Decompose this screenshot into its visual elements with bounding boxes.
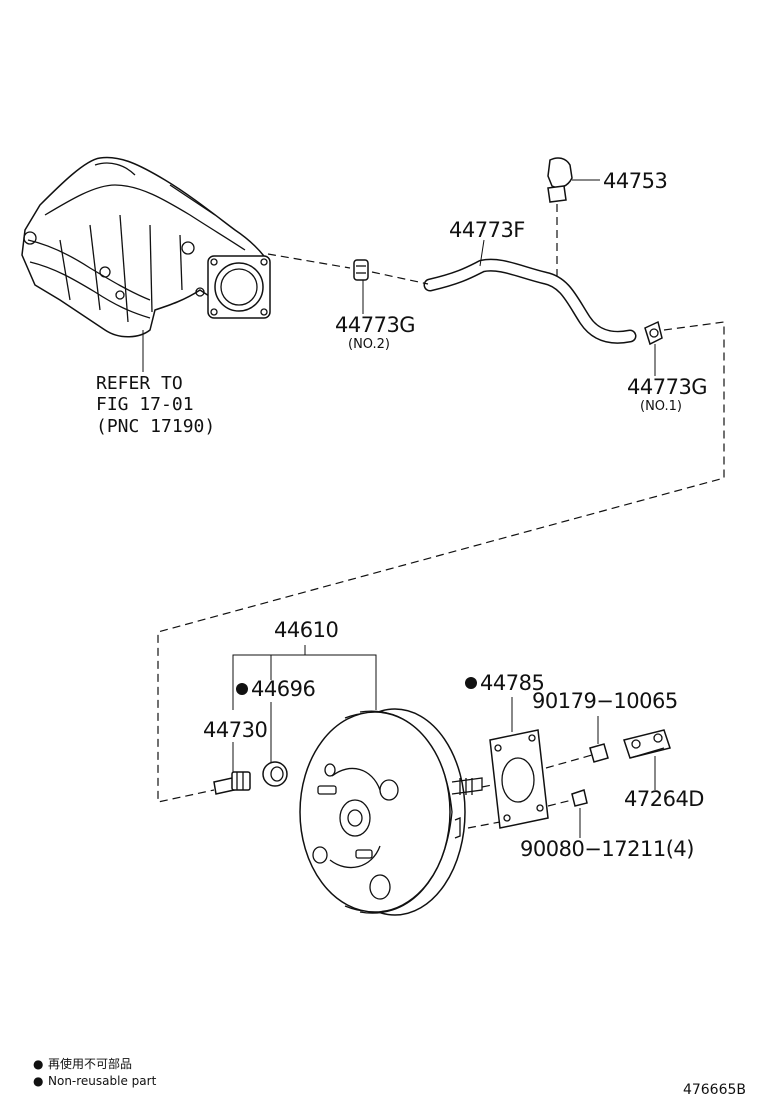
legend-bullet-1: ● bbox=[33, 1057, 43, 1071]
reference-line-2: FIG 17-01 bbox=[96, 394, 194, 415]
part-label-47264D[interactable]: 47264D bbox=[624, 787, 704, 811]
part-label-44773G-no2[interactable]: 44773G bbox=[335, 313, 416, 337]
hose-clamp-no1-illustration bbox=[644, 320, 663, 346]
intake-manifold-illustration bbox=[21, 156, 271, 338]
legend-bullet-2: ● bbox=[33, 1074, 43, 1088]
non-reusable-marker-44785 bbox=[465, 677, 477, 689]
reference-line-3: (PNC 17190) bbox=[96, 416, 215, 437]
part-label-44773G-no1[interactable]: 44773G bbox=[627, 375, 708, 399]
legend-english-text: Non-reusable part bbox=[48, 1074, 157, 1088]
hose-clip-44753-illustration bbox=[547, 157, 573, 203]
part-label-44730[interactable]: 44730 bbox=[203, 718, 268, 742]
part-label-44610[interactable]: 44610 bbox=[274, 618, 339, 642]
hose-clamp-no2-illustration bbox=[353, 259, 369, 281]
part-label-90179-10065[interactable]: 90179−10065 bbox=[532, 689, 678, 713]
booster-mounting-nut-illustration bbox=[571, 789, 588, 807]
clevis-lock-nut-illustration bbox=[589, 743, 609, 763]
diagram-code: 476665B bbox=[683, 1082, 746, 1098]
legend-japanese-text: 再使用不可部品 bbox=[48, 1056, 132, 1071]
brake-booster-body-illustration bbox=[299, 708, 483, 916]
push-rod-clevis-47264D-illustration bbox=[623, 729, 671, 759]
part-label-90080-17211[interactable]: 90080−17211(4) bbox=[520, 837, 694, 861]
part-label-44785[interactable]: 44785 bbox=[480, 671, 545, 695]
check-valve-union-44730-illustration bbox=[213, 771, 251, 795]
part-sublabel-no2: (NO.2) bbox=[348, 337, 390, 352]
booster-gasket-44785-illustration bbox=[489, 729, 549, 829]
part-sublabel-no1: (NO.1) bbox=[640, 399, 682, 414]
vacuum-hose-44773F-illustration bbox=[423, 258, 637, 344]
part-label-44696[interactable]: 44696 bbox=[251, 677, 316, 701]
grommet-44696-illustration bbox=[262, 761, 288, 787]
part-label-44773F[interactable]: 44773F bbox=[449, 218, 525, 242]
non-reusable-marker-44696 bbox=[236, 683, 248, 695]
part-label-44753[interactable]: 44753 bbox=[603, 169, 668, 193]
reference-line-1: REFER TO bbox=[96, 373, 183, 394]
